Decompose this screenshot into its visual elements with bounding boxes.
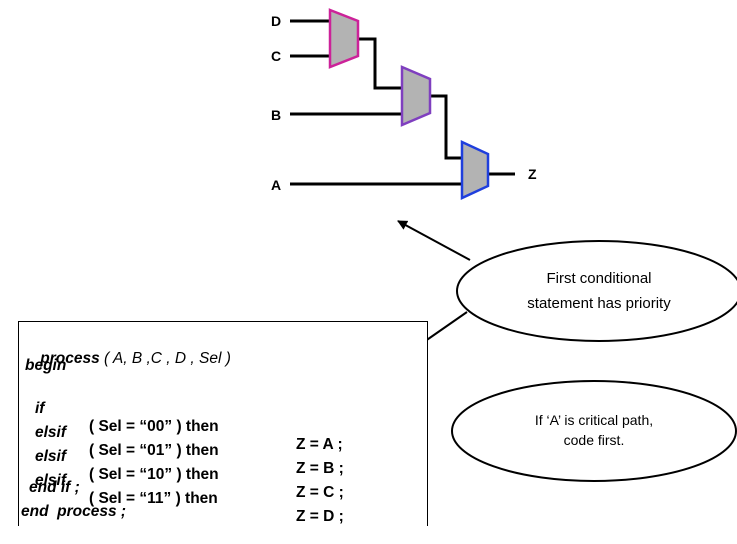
branch-keyword: elsif (35, 472, 67, 489)
branch-keyword: elsif (35, 448, 67, 465)
output-label-z: Z (528, 166, 537, 182)
input-label-b: B (271, 107, 281, 123)
branch-assignment: Z = B ; (296, 460, 344, 477)
mux-a (460, 140, 490, 200)
arrow-to-diagram (397, 220, 471, 261)
critical-path-callout: If ‘A’ is critical path, code first. (451, 380, 737, 482)
critical-text-line2: code first. (564, 432, 625, 448)
code-line-end-if: end if ; (29, 479, 80, 496)
branch-condition: ( Sel = “01” ) then (89, 442, 219, 459)
input-label-c: C (271, 48, 281, 64)
wires (290, 19, 515, 186)
branch-condition: ( Sel = “11” ) then (89, 490, 218, 507)
code-line-process: process ( A, B ,C , D , Sel ) (23, 332, 231, 386)
priority-bubble (456, 240, 737, 342)
code-line-begin: begin (25, 357, 67, 374)
branch-keyword: if (35, 400, 45, 417)
input-label-a: A (271, 177, 281, 193)
branch-assignment: Z = C ; (296, 484, 344, 501)
code-line-branch-3: elsif ( Sel = “10” ) then Z = C ; (19, 430, 429, 520)
branch-condition: ( Sel = “00” ) then (89, 418, 219, 435)
branch-condition: ( Sel = “10” ) then (89, 466, 219, 483)
branch-assignment: Z = D ; (296, 508, 344, 525)
mux-d-c (328, 8, 360, 69)
critical-bubble (451, 380, 737, 482)
code-line-end-process: end process ; (21, 503, 127, 520)
code-line-branch-1: if ( Sel = “00” ) then Z = A ; (19, 382, 429, 472)
wire-mux1-out (358, 37, 402, 90)
code-line-branch-4: elsif ( Sel = “11” ) then Z = D ; (19, 454, 429, 544)
vhdl-code-box: process ( A, B ,C , D , Sel ) begin if (… (18, 321, 428, 526)
branch-assignment: Z = A ; (296, 436, 343, 453)
code-line-branch-2: elsif ( Sel = “01” ) then Z = B ; (19, 406, 429, 496)
priority-text-line1: First conditional (546, 270, 651, 287)
process-sensitivity-list: ( A, B ,C , D , Sel ) (99, 350, 231, 367)
branch-keyword: elsif (35, 424, 67, 441)
critical-text-line1: If ‘A’ is critical path, (535, 412, 653, 428)
mux-b (400, 65, 432, 127)
input-label-d: D (271, 13, 281, 29)
priority-callout: First conditional statement has priority (456, 240, 737, 342)
wire-mux2-out (428, 94, 462, 160)
process-keyword: process (40, 350, 100, 367)
priority-text-line2: statement has priority (527, 295, 671, 312)
